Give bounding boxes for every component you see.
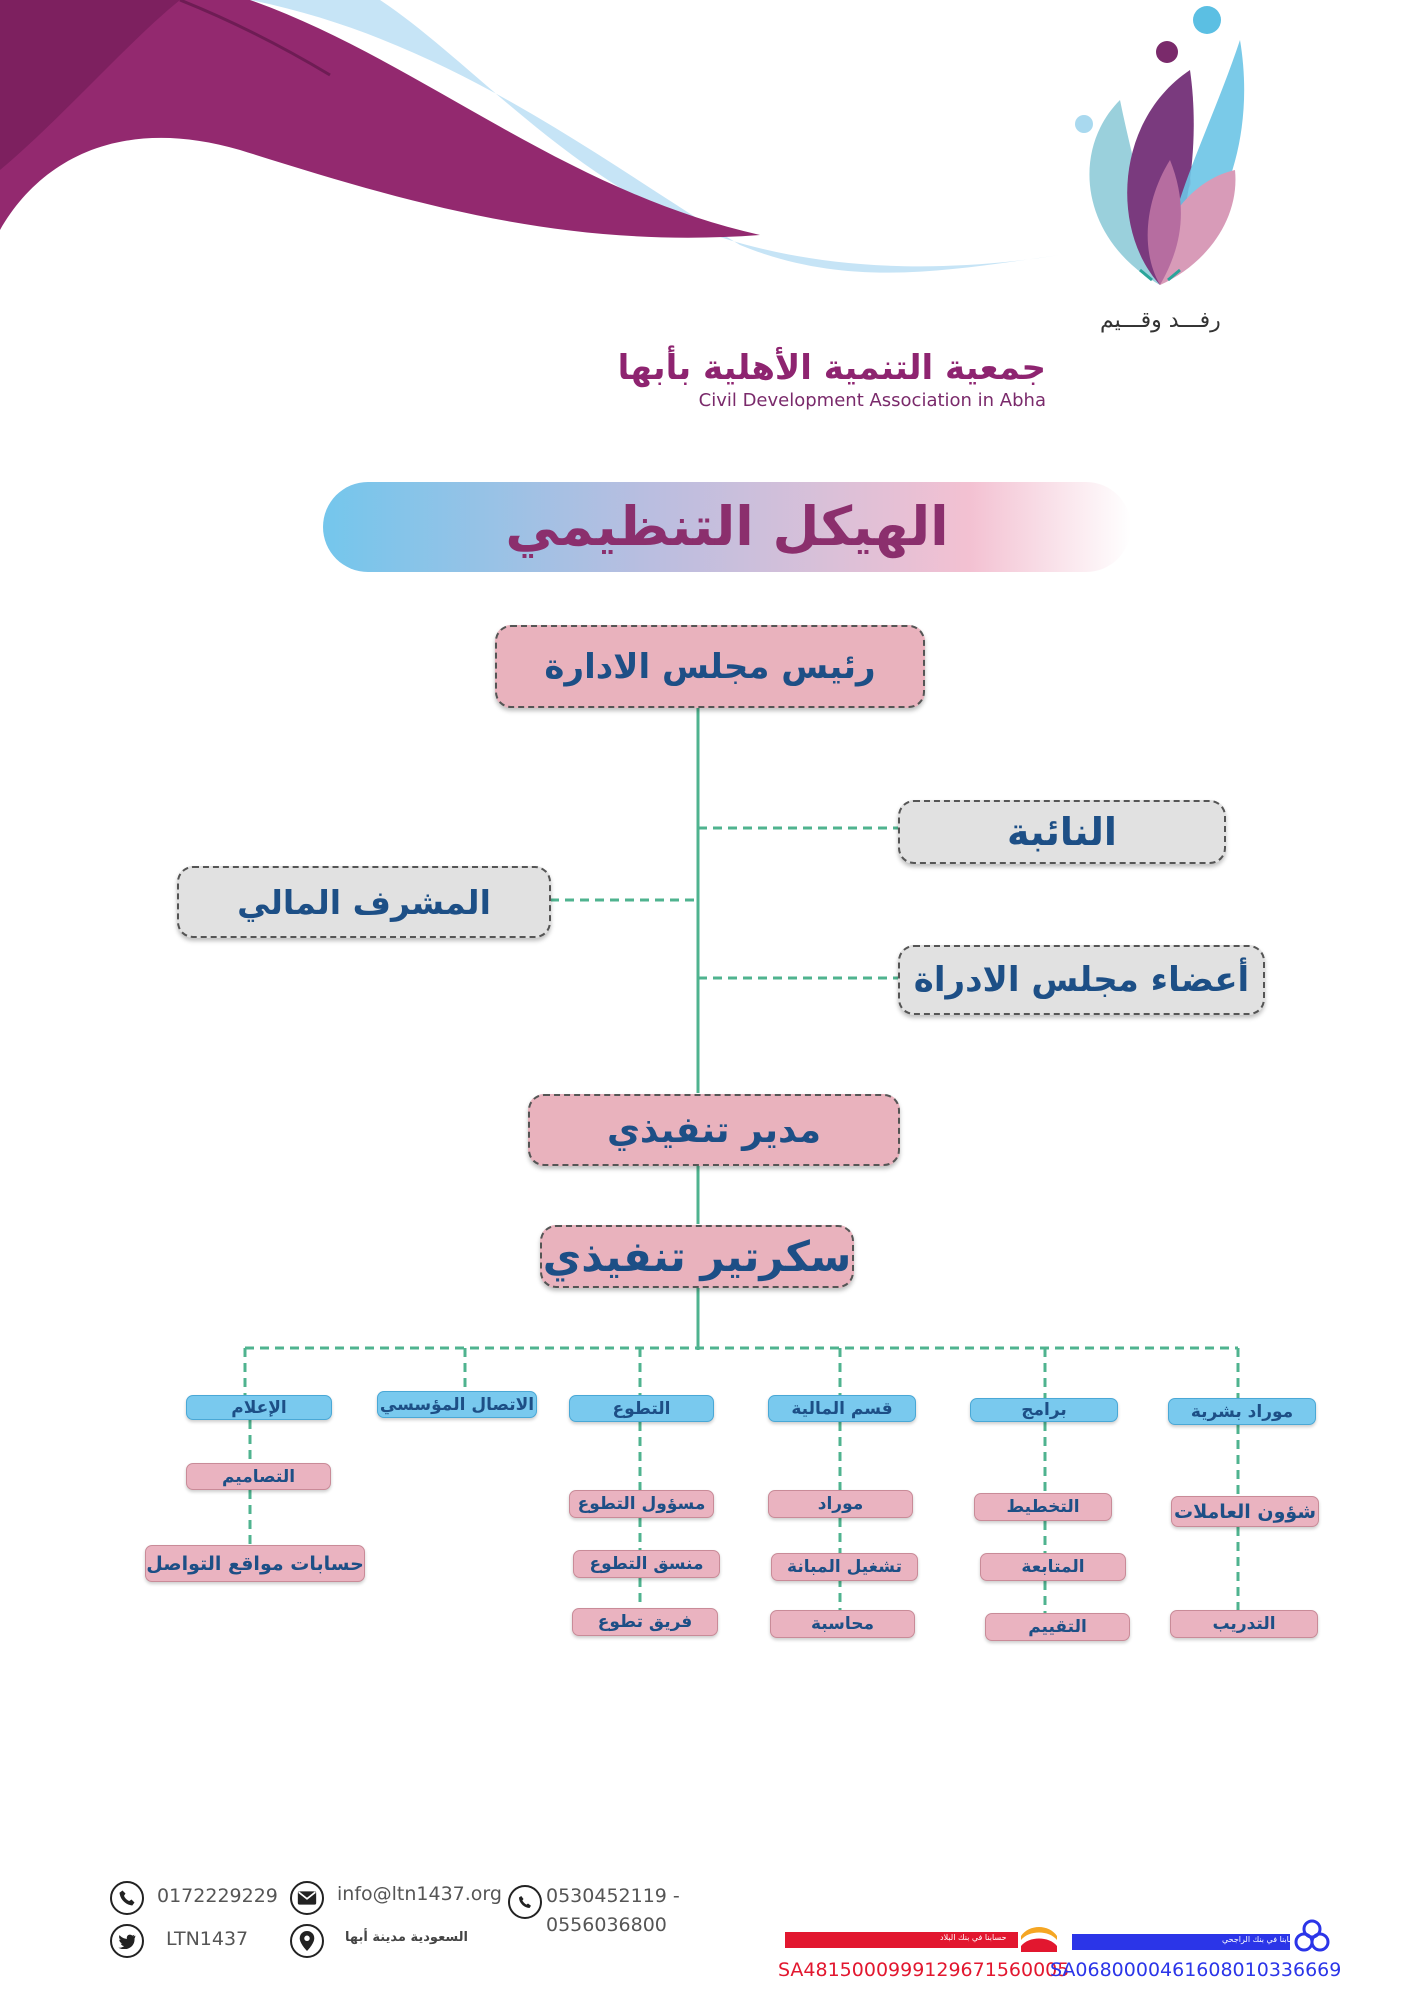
dept-programs-item: المتابعة — [980, 1553, 1126, 1581]
association-logo-icon — [1075, 6, 1245, 285]
email-address: info@ltn1437.org — [337, 1883, 502, 1905]
dept-finance-item: محاسبة — [770, 1610, 915, 1638]
bank-alrajhi-bar — [1072, 1934, 1290, 1950]
executive-director-box: مدير تنفيذي — [528, 1094, 900, 1166]
dept-hr: موراد بشرية — [1168, 1398, 1316, 1425]
dept-volunteering-item: مسؤول التطوع — [569, 1490, 714, 1518]
bank-alrajhi-logo-icon — [1294, 1919, 1330, 1952]
dept-hr-item: شؤون العاملات — [1171, 1496, 1319, 1527]
dept-hr-item: التدريب — [1170, 1610, 1318, 1638]
dept-volunteering-item: فريق تطوع — [572, 1608, 718, 1636]
header-wave-decoration — [0, 0, 1060, 273]
board-chairman-box: رئيس مجلس الادارة — [495, 625, 925, 708]
dept-finance: قسم المالية — [768, 1395, 916, 1422]
phone-icon — [110, 1881, 144, 1915]
board-members-box: أعضاء مجلس الادراة — [898, 945, 1265, 1015]
brand-slogan: رفـــد وقـــيم — [1100, 308, 1221, 333]
phone-number: 0172229229 — [157, 1885, 278, 1907]
dept-media-item: التصاميم — [186, 1463, 331, 1490]
page-title: الهيكل التنظيمي — [505, 495, 949, 558]
whatsapp-number-2: 0556036800 — [546, 1914, 667, 1936]
location-text: السعودية مدينة أبها — [345, 1930, 468, 1945]
dept-volunteering: التطوع — [569, 1395, 714, 1422]
twitter-handle: LTN1437 — [166, 1928, 249, 1950]
brand-name-english: Civil Development Association in Abha — [698, 390, 1046, 411]
bank-albilad-note: حسابنا في بنك البلاد — [940, 1933, 1007, 1942]
dept-finance-item: موراد — [768, 1490, 913, 1518]
dept-media-item: حسابات مواقع التواصل — [145, 1545, 365, 1582]
whatsapp-number-1: 0530452119 - — [546, 1885, 680, 1907]
dept-finance-item: تشغيل المبانة — [771, 1553, 918, 1581]
dept-corporate-communication: الاتصال المؤسسي — [377, 1391, 537, 1418]
iban-alrajhi: SA0680000461608010336669 — [1050, 1959, 1342, 1981]
dept-media: الإعلام — [186, 1395, 332, 1420]
bank-albilad-logo-icon — [1021, 1927, 1057, 1952]
dept-programs-item: التقييم — [985, 1613, 1130, 1641]
whatsapp-icon — [508, 1885, 542, 1919]
dept-volunteering-item: منسق التطوع — [573, 1550, 720, 1578]
executive-secretary-box: سكرتير تنفيذي — [540, 1225, 854, 1288]
dept-programs: برامج — [970, 1398, 1118, 1422]
email-icon — [290, 1881, 324, 1915]
bank-alrajhi-note: حسابنا في بنك الراجحي — [1222, 1935, 1302, 1944]
location-pin-icon — [290, 1924, 324, 1958]
brand-name-arabic: جمعية التنمية الأهلية بأبها — [617, 348, 1046, 388]
dept-programs-item: التخطيط — [974, 1493, 1112, 1521]
title-banner — [323, 482, 1131, 572]
bank-albilad-bar — [785, 1932, 1018, 1948]
iban-albilad: SA4815000999129671560005 — [778, 1959, 1070, 1981]
twitter-icon — [110, 1924, 144, 1958]
deputy-box: النائبة — [898, 800, 1226, 864]
finance-supervisor-box: المشرف المالي — [177, 866, 551, 938]
